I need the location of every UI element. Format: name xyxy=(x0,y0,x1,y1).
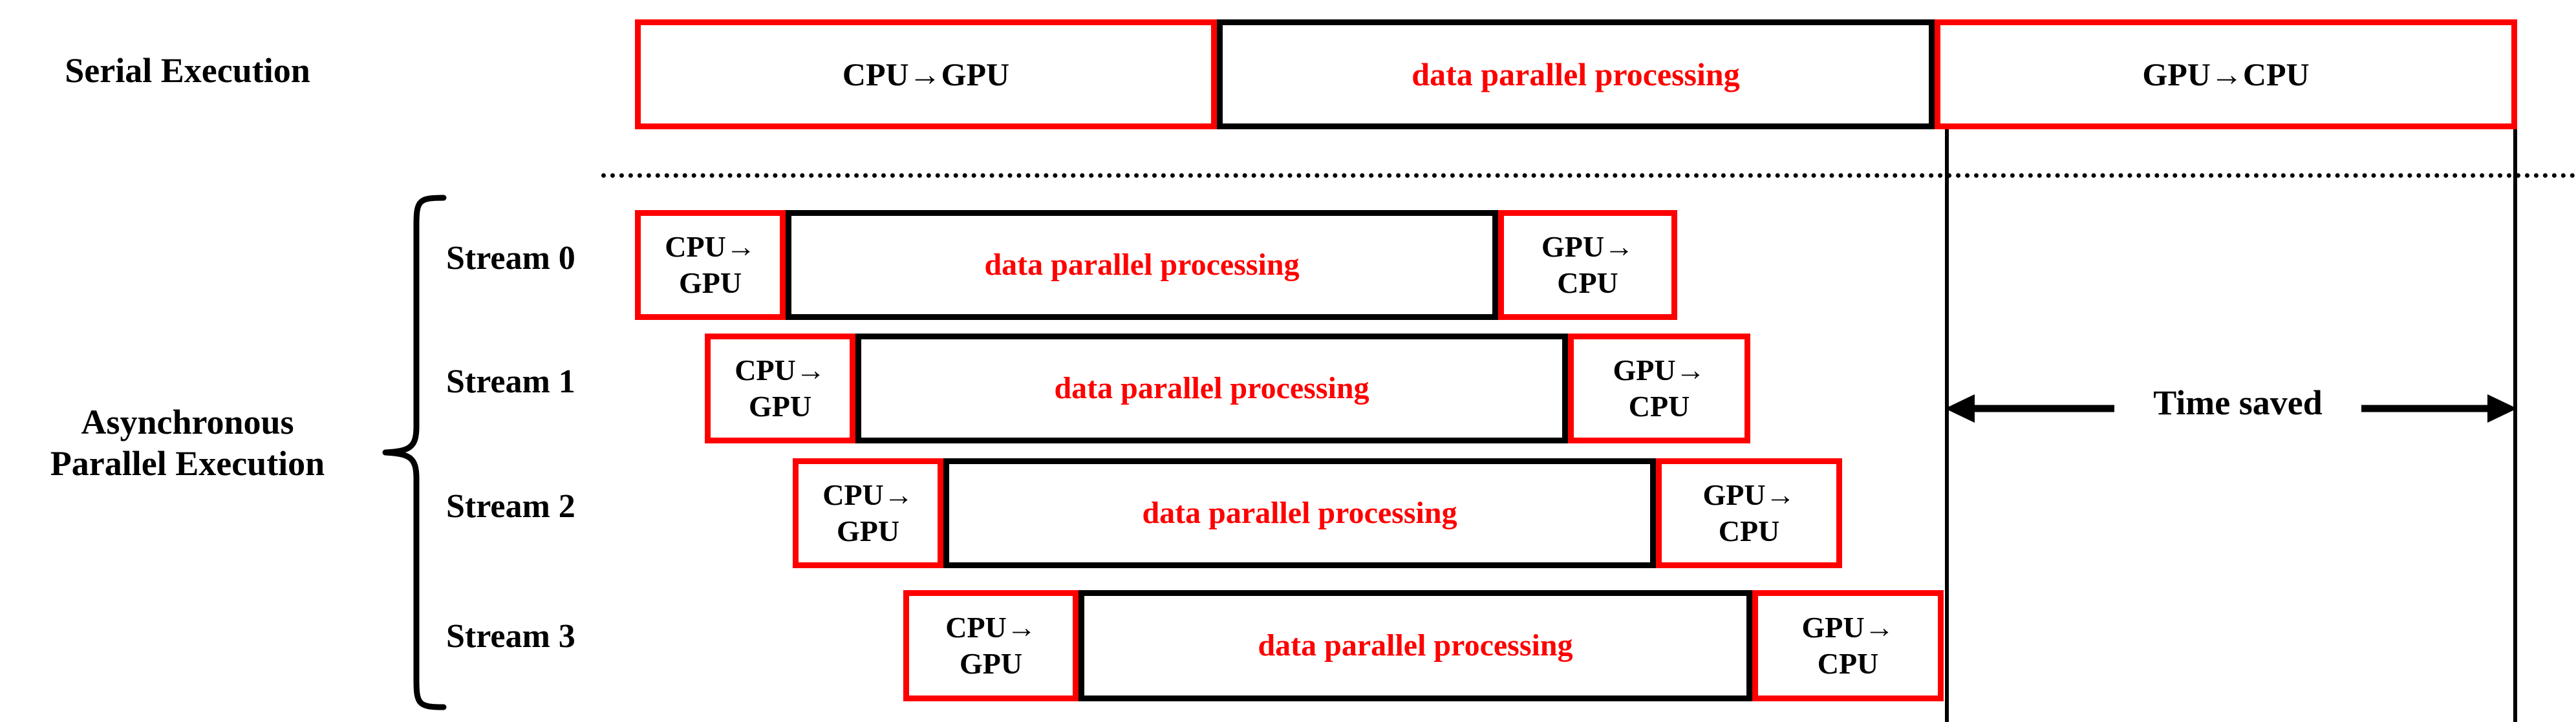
stream-1-box-gpu-to-cpu[interactable]: GPU→ CPU xyxy=(1568,334,1750,443)
stream-label-0: Stream 0 xyxy=(446,240,575,277)
async-finish-guide-line xyxy=(1945,129,1949,722)
asynchronous-parallel-execution-label: Asynchronous Parallel Execution xyxy=(50,403,325,483)
stream-3-box-data-parallel-processing[interactable]: data parallel processing xyxy=(1079,590,1752,701)
stream-label-2: Stream 2 xyxy=(446,488,575,525)
serial-finish-guide-line xyxy=(2513,129,2517,722)
stream-3-box-cpu-to-gpu[interactable]: CPU→ GPU xyxy=(903,590,1079,701)
serial-box-data-parallel-processing[interactable]: data parallel processing xyxy=(1217,19,1935,129)
stream-2-box-gpu-to-cpu[interactable]: GPU→ CPU xyxy=(1656,458,1842,568)
stream-0-box-gpu-to-cpu[interactable]: GPU→ CPU xyxy=(1498,210,1677,320)
serial-execution-label: Serial Execution xyxy=(65,51,310,90)
serial-box-cpu-to-gpu[interactable]: CPU→GPU xyxy=(635,19,1217,129)
stream-2-box-cpu-to-gpu[interactable]: CPU→ GPU xyxy=(793,458,943,568)
serial-async-divider xyxy=(601,173,2576,178)
stream-3-box-gpu-to-cpu[interactable]: GPU→ CPU xyxy=(1752,590,1944,701)
time-saved-label: Time saved xyxy=(2114,383,2361,423)
stream-1-box-cpu-to-gpu[interactable]: CPU→ GPU xyxy=(705,334,855,443)
stream-1-box-data-parallel-processing[interactable]: data parallel processing xyxy=(855,334,1568,443)
stream-0-box-data-parallel-processing[interactable]: data parallel processing xyxy=(786,210,1498,320)
stream-label-1: Stream 1 xyxy=(446,363,575,400)
serial-box-gpu-to-cpu[interactable]: GPU→CPU xyxy=(1935,19,2517,129)
stream-2-box-data-parallel-processing[interactable]: data parallel processing xyxy=(943,458,1656,568)
stream-group-brace xyxy=(379,194,450,711)
stream-0-box-cpu-to-gpu[interactable]: CPU→ GPU xyxy=(635,210,786,320)
stream-label-3: Stream 3 xyxy=(446,618,575,655)
